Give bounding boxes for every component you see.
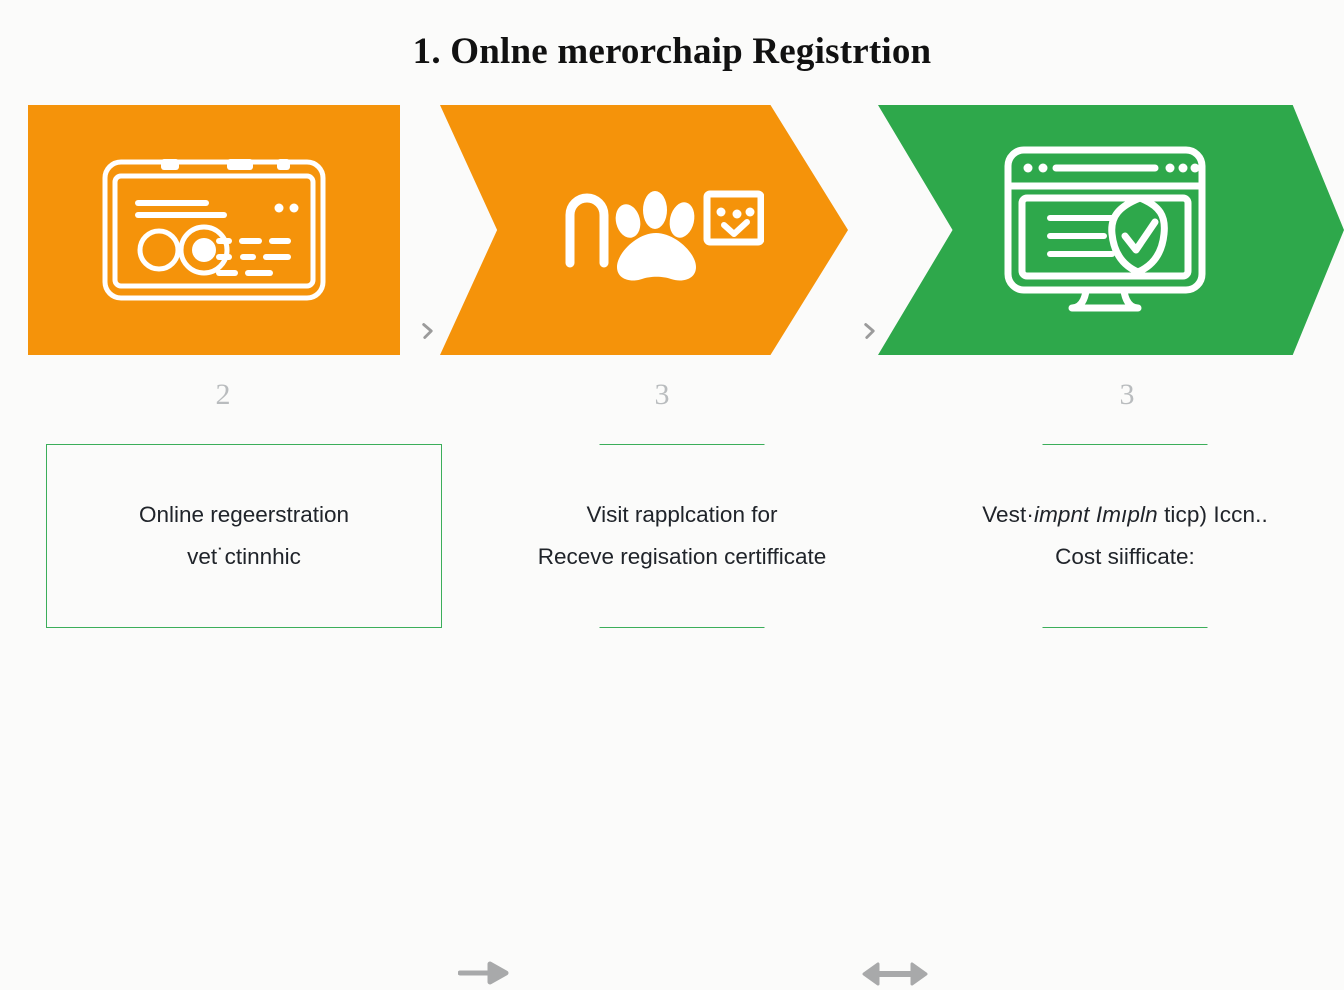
caption-card-3-line-1-italic: impnt Imıpln — [1033, 502, 1158, 527]
page-title: 1. Onlne merorchaip Registrtion — [412, 31, 932, 72]
monitor-shield-check-icon — [1004, 146, 1206, 312]
banner-row — [0, 105, 1344, 355]
card-2-top-rule — [599, 444, 765, 445]
caption-card-3-line-1: Vest·impnt Imıpln ticp) Iccn.. — [982, 494, 1268, 536]
step-number-2: 3 — [654, 378, 670, 411]
infographic-canvas: 1. Onlne merorchaip Registrtion — [0, 31, 1344, 986]
banner-panel-3[interactable] — [878, 105, 1344, 355]
caption-card-3-line-1-pre: Vest· — [982, 502, 1034, 527]
caption-card-2-line-1: Visit rapplcation for — [586, 502, 778, 527]
caption-card-3[interactable]: Vest·impnt Imıpln ticp) Iccn.. Cost siif… — [960, 444, 1290, 628]
step-number-row: 2 3 3 — [0, 378, 1344, 424]
caption-card-2-line-2: Receve regisation certifficate — [537, 544, 827, 569]
id-card-form-icon — [102, 159, 326, 301]
caption-card-1[interactable]: Online regeerstration vet˙ctinnhic — [46, 444, 442, 628]
caption-card-3-line-2: Cost siifficate: — [1055, 544, 1195, 569]
card-2-bottom-rule — [599, 627, 765, 628]
step-number-3: 3 — [1119, 378, 1135, 411]
card-3-bottom-rule — [1042, 627, 1208, 628]
caption-card-row: Online regeerstration vet˙ctinnhic Visit… — [0, 444, 1344, 986]
chevron-right-icon — [422, 323, 433, 339]
caption-card-3-line-1-post: ticp) Iccn.. — [1157, 502, 1268, 527]
arrow-right-icon — [458, 961, 509, 985]
caption-card-2[interactable]: Visit rapplcation for Receve regisation … — [512, 444, 852, 628]
banner-panel-1[interactable] — [28, 105, 400, 355]
paw-print-pet-tag-icon — [565, 190, 764, 281]
banner-panel-2[interactable] — [440, 105, 848, 355]
caption-card-1-line-1: Online regeerstration — [138, 502, 350, 527]
card-3-top-rule — [1042, 444, 1208, 445]
arrow-left-right-icon — [862, 962, 928, 986]
step-number-1: 2 — [215, 378, 231, 411]
caption-card-1-line-2: vet˙ctinnhic — [187, 544, 301, 569]
chevron-right-icon — [864, 323, 875, 339]
